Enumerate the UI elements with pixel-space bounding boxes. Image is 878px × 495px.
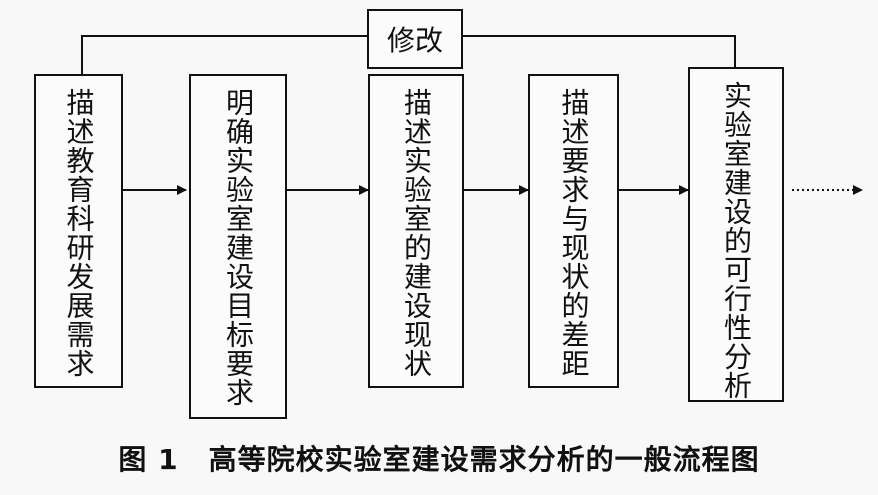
step-label-2: 明确实验室建设目标要求: [222, 88, 255, 407]
figure-number: 图 1: [118, 443, 179, 476]
step-box-2: 明确实验室建设目标要求: [189, 74, 287, 419]
step-label-5: 实验室建设的可行性分析: [720, 81, 753, 400]
revise-label: 修改: [386, 24, 443, 57]
step-label-3: 描述实验室的建设现状: [400, 88, 433, 378]
figure-title: 高等院校实验室建设需求分析的一般流程图: [208, 443, 760, 476]
step-box-3: 描述实验室的建设现状: [368, 74, 464, 388]
step-label-4: 描述要求与现状的差距: [557, 88, 591, 378]
step-box-1: 描述教育科研发展需求: [34, 74, 123, 388]
step-label-1: 描述教育科研发展需求: [62, 88, 96, 378]
figure-caption: 图 1 高等院校实验室建设需求分析的一般流程图: [0, 438, 878, 478]
revise-box: 修改: [367, 9, 463, 69]
step-box-4: 描述要求与现状的差距: [528, 74, 619, 388]
step-box-5: 实验室建设的可行性分析: [688, 67, 784, 402]
